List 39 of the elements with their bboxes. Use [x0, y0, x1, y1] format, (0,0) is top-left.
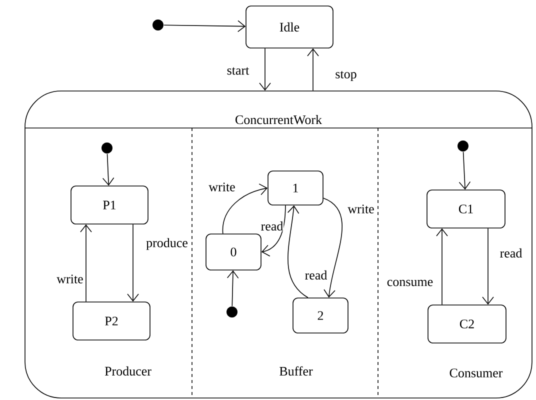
- edge-label: read: [260, 220, 284, 232]
- arrow: [222, 184, 268, 234]
- edge-label: read: [304, 270, 328, 280]
- state-box: C1: [426, 190, 506, 228]
- initial-state-dot: [152, 20, 164, 30]
- arrow: [259, 48, 271, 91]
- initial-state-dot: [102, 142, 112, 154]
- state-box: 0: [206, 234, 262, 270]
- state-box: C2: [428, 304, 506, 344]
- edge-label: start: [226, 66, 250, 76]
- arrow: [287, 205, 308, 298]
- edge-label: stop: [334, 70, 358, 82]
- edge-label: produce: [146, 238, 188, 250]
- region-label: Consumer: [450, 368, 503, 378]
- region-label: Producer: [104, 366, 152, 376]
- arrow: [261, 205, 286, 256]
- state-box: 1: [268, 170, 324, 206]
- initial-state-dot: [226, 306, 238, 318]
- edge-label: consume: [386, 279, 434, 287]
- arrow: [102, 154, 114, 186]
- edge-label: write: [56, 274, 84, 284]
- state-box: 2: [292, 298, 348, 334]
- arrow: [80, 224, 92, 302]
- arrow: [436, 228, 448, 305]
- edge-label: write: [347, 204, 375, 214]
- region-label: Buffer: [280, 366, 313, 376]
- arrow: [307, 48, 319, 91]
- arrow: [323, 198, 342, 298]
- arrow: [482, 228, 494, 305]
- state-box: Idle: [246, 6, 334, 48]
- arrow: [127, 224, 139, 302]
- arrow: [164, 20, 246, 32]
- edge-label: read: [499, 248, 523, 258]
- initial-state-dot: [458, 140, 468, 152]
- edge-label: write: [208, 182, 236, 192]
- state-box: P1: [70, 186, 148, 224]
- arrow: [226, 270, 239, 306]
- arrow: [458, 152, 471, 190]
- state-box: P2: [72, 302, 150, 340]
